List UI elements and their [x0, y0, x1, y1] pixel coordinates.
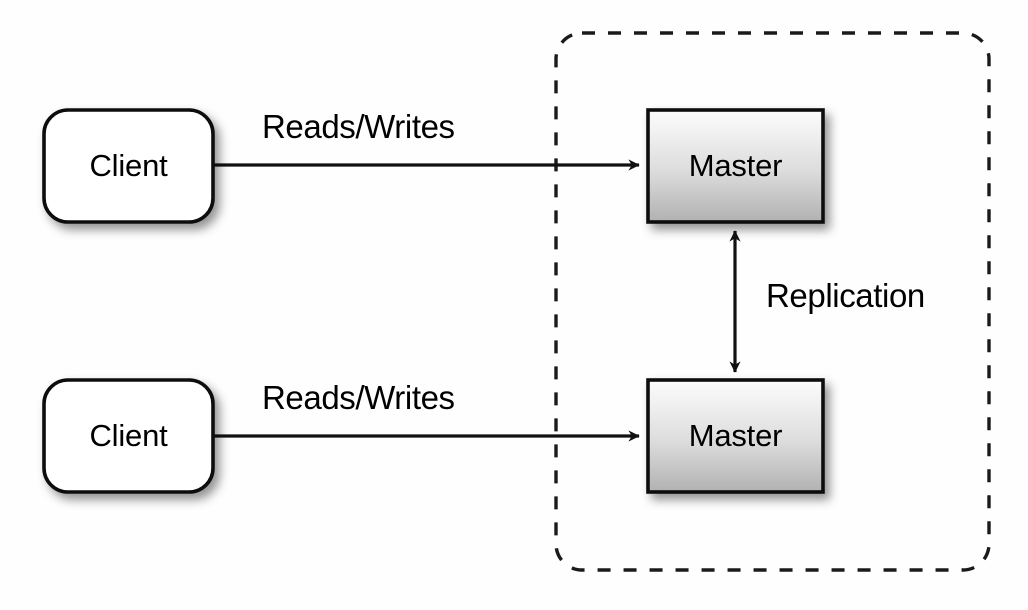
edge-label-reads-writes-bottom: Reads/Writes [262, 379, 455, 416]
node-master-bottom[interactable] [648, 380, 823, 492]
node-master-top-shape [646, 108, 825, 224]
node-client-top[interactable] [44, 110, 213, 222]
node-master-bottom-shape [646, 378, 825, 494]
edge-label-replication: Replication [766, 277, 925, 314]
node-client-top-shape [42, 108, 215, 224]
edge-label-reads-writes-top: Reads/Writes [262, 108, 455, 145]
replication-cluster-boundary [554, 31, 991, 572]
node-client-bottom[interactable] [44, 380, 213, 492]
node-client-bottom-shape [42, 378, 215, 494]
node-master-top[interactable] [648, 110, 823, 222]
